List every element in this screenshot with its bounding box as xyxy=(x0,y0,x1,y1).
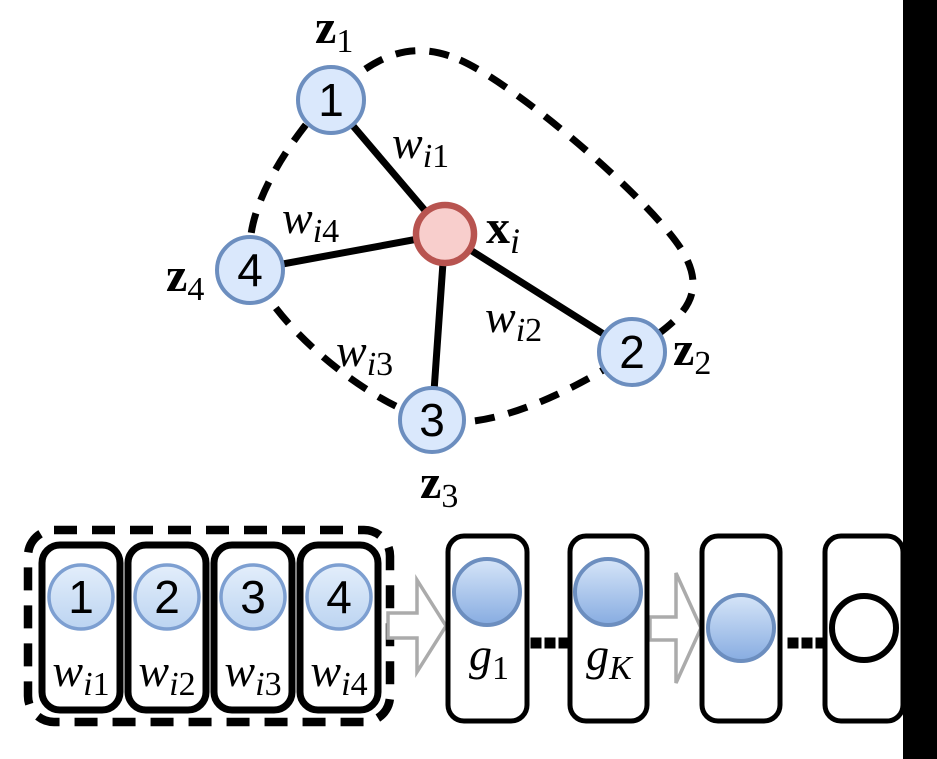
node-4-number: 4 xyxy=(237,244,263,296)
label-z1: z1 xyxy=(315,1,353,60)
label-xi: xi xyxy=(486,201,520,261)
node-2-number: 2 xyxy=(619,326,645,378)
hidden-cell-circle xyxy=(706,593,776,663)
gK-circle xyxy=(573,557,643,627)
weight-cell-1-number: 1 xyxy=(68,571,94,623)
arrow-1 xyxy=(386,573,449,679)
ellipsis-dots-1 xyxy=(530,637,570,649)
weight-cell-3-number: 3 xyxy=(240,571,266,623)
node-1-number: 1 xyxy=(318,74,344,126)
node-2-circle xyxy=(597,317,667,387)
weight-cell-3-circle xyxy=(219,563,287,631)
label-wi2: wi2 xyxy=(485,291,542,349)
label-z4: z4 xyxy=(166,249,204,308)
weight-cell-4-label: wi4 xyxy=(310,645,367,703)
label-wi3: wi3 xyxy=(336,325,393,383)
label-wi1: wi1 xyxy=(392,117,449,175)
node-1-circle xyxy=(296,65,366,135)
arrow-2 xyxy=(648,572,703,684)
weight-cell-3-label: wi3 xyxy=(224,645,281,703)
gK-label: gK xyxy=(586,629,634,687)
weight-cell-4-circle xyxy=(305,563,373,631)
node-4-circle xyxy=(215,235,285,305)
node-3-number: 3 xyxy=(419,394,445,446)
weight-cell-1-label: wi1 xyxy=(52,645,109,703)
node-3-circle xyxy=(398,386,466,454)
label-z2: z2 xyxy=(673,323,711,382)
output-cell-circle xyxy=(829,593,899,663)
weight-cell-2-circle xyxy=(133,563,201,631)
weight-cell-1-circle xyxy=(47,563,115,631)
crop-black-bar xyxy=(903,0,937,759)
weight-cell-2-number: 2 xyxy=(154,571,180,623)
center-node-circle xyxy=(412,201,478,267)
edge-wi2 xyxy=(441,230,636,356)
g1-circle xyxy=(452,557,522,627)
weight-cell-2-label: wi2 xyxy=(138,645,195,703)
neighborhood-graph: 1 2 3 4 z1 z2 z3 z4 xi wi1 wi2 wi3 wi4 xyxy=(166,1,711,515)
weight-cell-4-number: 4 xyxy=(326,571,352,623)
g1-label: g1 xyxy=(469,629,509,687)
label-wi4: wi4 xyxy=(282,192,339,250)
label-z3: z3 xyxy=(420,456,458,515)
pipeline-row: 1 wi1 2 wi2 3 wi3 4 wi4 g1 gK xyxy=(23,525,906,727)
ellipsis-dots-2 xyxy=(787,637,827,649)
